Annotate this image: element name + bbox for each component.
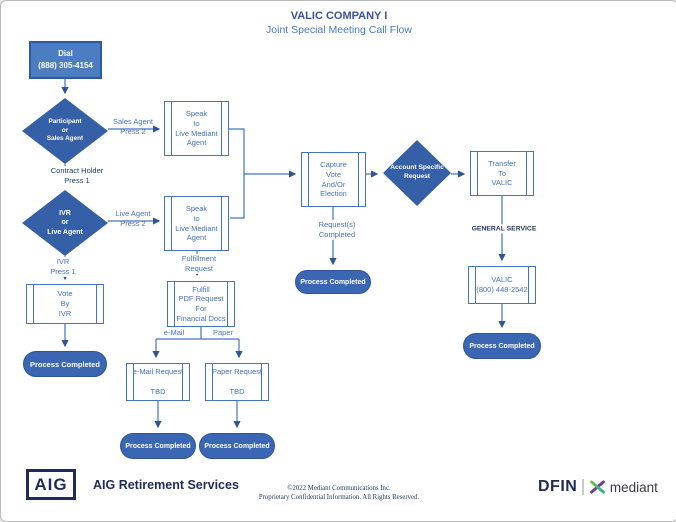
edge-label-paper: Paper: [210, 327, 236, 339]
node-process-completed-paper: Process Completed: [199, 433, 275, 459]
node-process-completed-ivr: Process Completed: [23, 351, 107, 377]
edge-label-ivr-press: IVR Press 1: [48, 256, 78, 278]
node-email-request: e-Mail Request TBD: [126, 363, 190, 401]
mediant-x-icon: [589, 480, 605, 494]
dfin-logo: DFIN: [538, 478, 578, 495]
edge-label-fulfillment-request: Fulfillment Request: [179, 253, 219, 275]
edge-label-sales-agent: Sales Agent Press 2: [112, 116, 154, 136]
edge-label-contract-holder: Contract Holder Press 1: [48, 165, 106, 187]
mediant-logo-text: mediant: [609, 479, 658, 495]
node-transfer-to-valic: Transfer To VALIC: [470, 151, 534, 196]
node-paper-request: Paper Request TBD: [205, 363, 269, 401]
copyright-text: ©2022 Mediant Communications Inc. Propri…: [258, 485, 420, 502]
connector-speak-merge: [229, 128, 245, 219]
dfin-mediant-logos: DFIN mediant: [538, 475, 658, 499]
node-dial: Dial (888) 305-4154: [29, 41, 102, 79]
node-process-completed-capture: Process Completed: [295, 270, 371, 294]
node-process-completed-email: Process Completed: [120, 433, 196, 459]
page-subtitle: Joint Special Meeting Call Flow: [266, 24, 412, 36]
aig-brand-text: AIG Retirement Services: [93, 478, 239, 492]
logo-divider: [582, 479, 584, 495]
edge-label-general-service: GENERAL SERVICE: [469, 224, 539, 234]
node-process-completed-valic: Process Completed: [463, 333, 541, 359]
node-speak-live-mediant-agent-bottom: Speak to Live Mediant Agent: [164, 196, 229, 251]
node-capture-vote: Capture Vote And/Or Election: [301, 152, 366, 207]
aig-logo-text: AIG: [34, 474, 68, 494]
edge-label-requests-completed: Request(s) Completed: [316, 219, 358, 241]
aig-logo: AIG: [26, 469, 76, 500]
edge-label-live-agent: Live Agent Press 2: [115, 208, 151, 228]
node-fulfill-pdf-request: Fulfill PDF Request For Financial Docs: [167, 281, 235, 327]
diagram-title-block: VALIC COMPANY I Joint Special Meeting Ca…: [1, 10, 676, 36]
edge-label-email: e-Mail: [161, 327, 187, 339]
node-speak-live-mediant-agent-top: Speak to Live Mediant Agent: [164, 101, 229, 156]
node-valic-phone: VALIC (800) 448-2542: [468, 266, 536, 304]
page-title: VALIC COMPANY I: [290, 10, 388, 22]
node-vote-by-ivr: Vote By IVR: [26, 284, 104, 324]
